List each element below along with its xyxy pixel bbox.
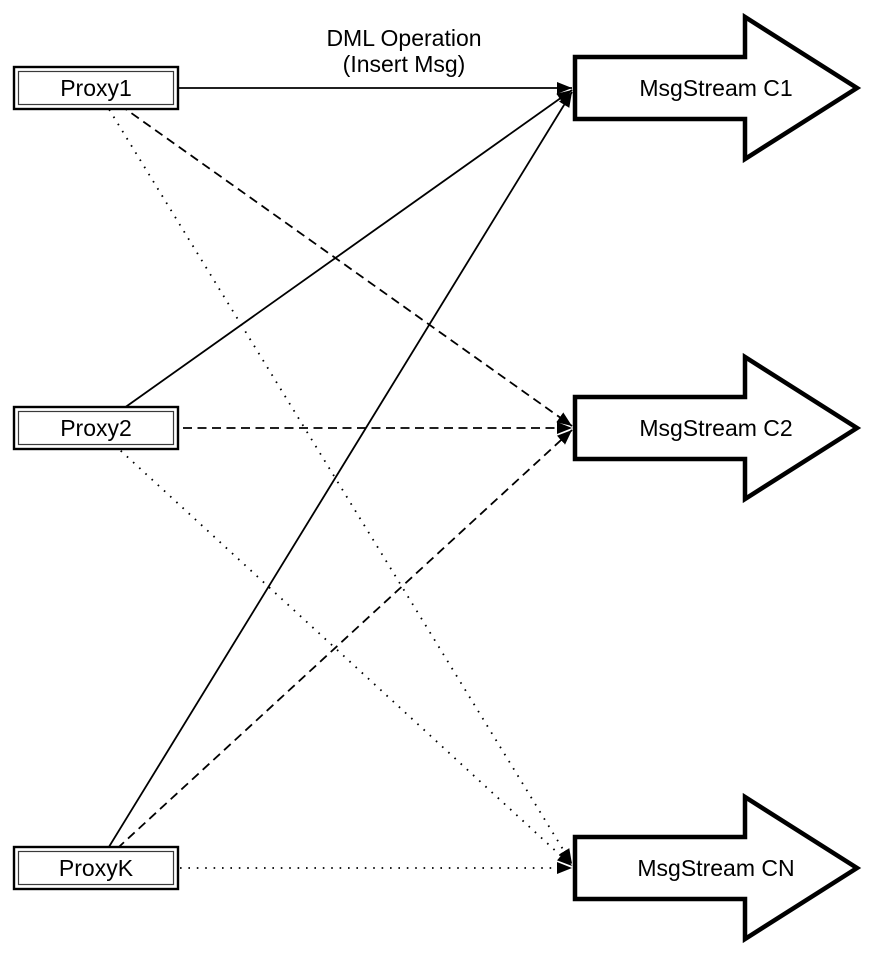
block-arrow-shape-c1 — [572, 12, 862, 164]
dml-operation-label-line1: DML Operation — [326, 25, 481, 51]
block-arrow-shape-cn — [572, 792, 862, 944]
proxyk-label: ProxyK — [59, 855, 134, 881]
proxyk-box-inner-line — [17, 850, 175, 886]
proxy2-label: Proxy2 — [60, 415, 132, 441]
edge-proxy2-to-cn — [95, 427, 573, 867]
proxy1-box-inner-line — [17, 70, 175, 106]
dml-operation-label: DML Operation (Insert Msg) — [326, 25, 481, 77]
msgstream-cn-label: MsgStream CN — [637, 855, 794, 881]
node-msgstream-cn: MsgStream CN — [572, 792, 862, 944]
node-proxy2: Proxy2 — [12, 405, 180, 451]
node-proxyk: ProxyK — [12, 845, 180, 891]
node-msgstream-c1: MsgStream C1 — [572, 12, 862, 164]
proxyk-box — [12, 845, 180, 891]
edge-proxy1-to-c2 — [95, 87, 573, 427]
edge-proxyk-to-c2 — [95, 429, 573, 869]
msgstream-c2-label: MsgStream C2 — [639, 415, 792, 441]
msgstream-c1-label: MsgStream C1 — [639, 75, 792, 101]
node-proxy1: Proxy1 — [12, 65, 180, 111]
edge-proxy1-to-cn — [95, 87, 573, 865]
proxy1-box — [12, 65, 180, 111]
edge-proxyk-to-c1 — [95, 91, 573, 869]
edge-proxy2-to-c1 — [95, 89, 573, 429]
dml-operation-label-line2: (Insert Msg) — [343, 51, 466, 77]
proxy2-box — [12, 405, 180, 451]
proxy2-box-inner-line — [17, 410, 175, 446]
proxy1-label: Proxy1 — [60, 75, 132, 101]
block-arrow-shape-c2 — [572, 352, 862, 504]
node-msgstream-c2: MsgStream C2 — [572, 352, 862, 504]
